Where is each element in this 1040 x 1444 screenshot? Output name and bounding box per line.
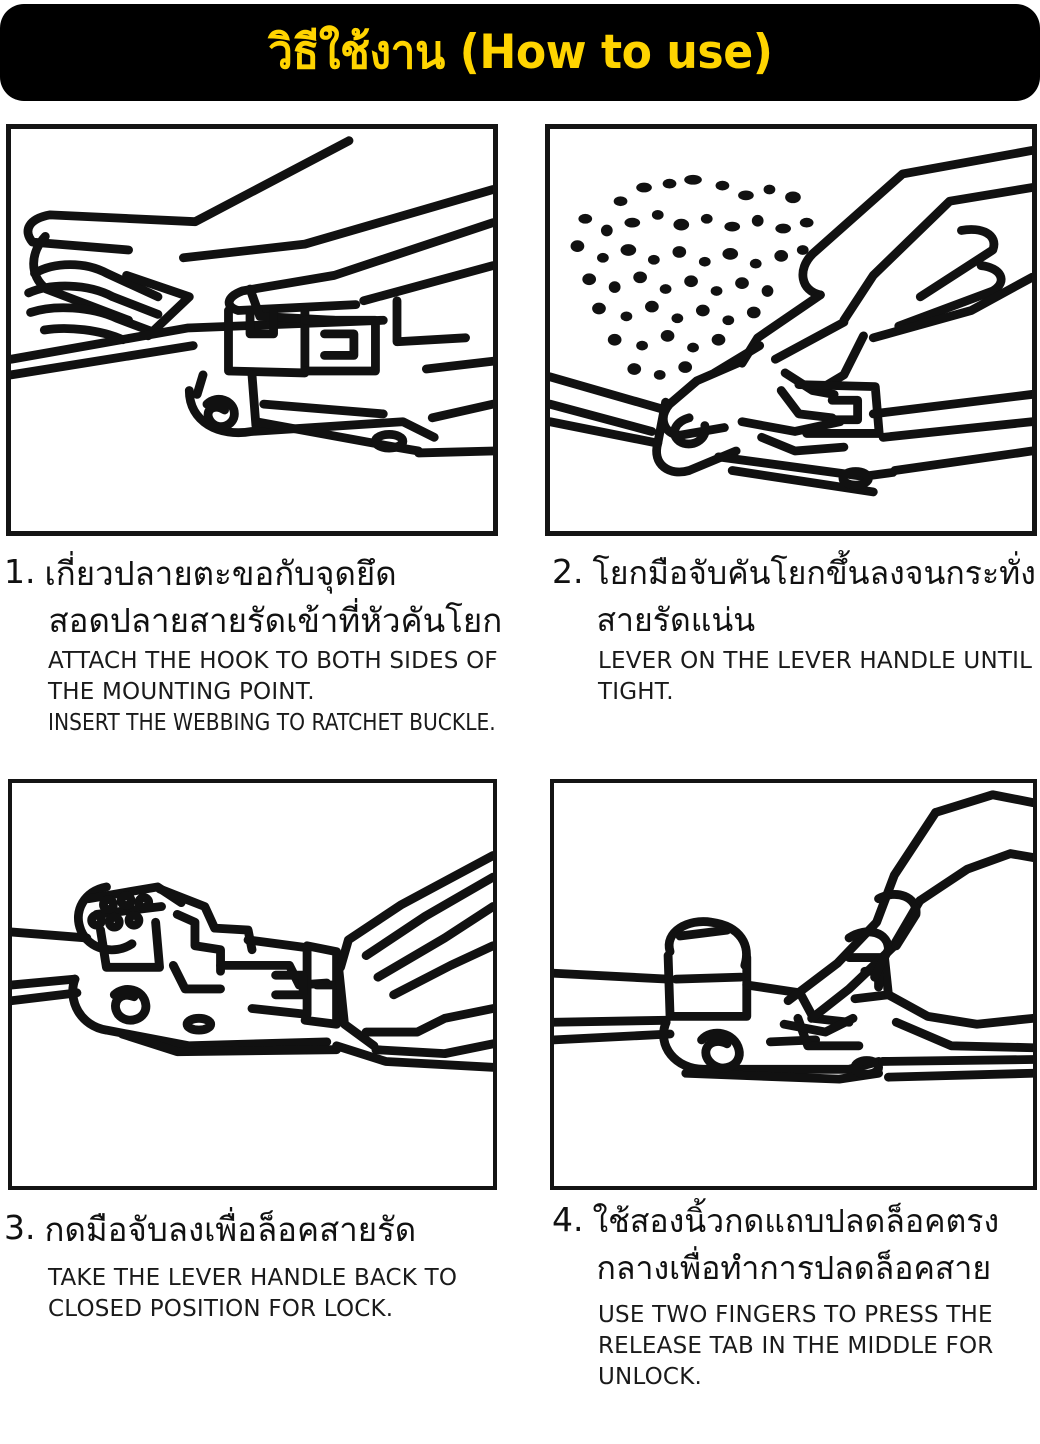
step-1-english-line-2: THE MOUNTING POINT. bbox=[48, 679, 315, 705]
step-3-thai-line-1: กดมือจับลงเพื่อล็อคสายรัด bbox=[44, 1210, 417, 1249]
step-1-english-block: ATTACH THE HOOK TO BOTH SIDES OF THE MOU… bbox=[4, 646, 524, 739]
step-3-english-line-2: CLOSED POSITION FOR LOCK. bbox=[48, 1296, 394, 1322]
step-2-line-art bbox=[550, 146, 1032, 497]
step-3-english-line-1: TAKE THE LEVER HANDLE BACK TO bbox=[48, 1265, 458, 1291]
step-4-english-line-3: UNLOCK. bbox=[598, 1364, 702, 1390]
step-4-english-line-2: RELEASE TAB IN THE MIDDLE FOR bbox=[598, 1333, 994, 1359]
motion-marks bbox=[570, 174, 814, 380]
step-3-english-block: TAKE THE LEVER HANDLE BACK TO CLOSED POS… bbox=[4, 1263, 524, 1325]
step-1-line-art bbox=[11, 136, 493, 458]
step-number-2: 2. bbox=[552, 552, 584, 591]
caption-step-2-row: 2. โยกมือจับคันโยกขึ้นลงจนกระทั่ง สายรัด… bbox=[552, 550, 1040, 644]
step-1-thai-block: เกี่ยวปลายตะขอกับจุดยึด สอดปลายสายรัดเข้… bbox=[45, 550, 525, 644]
illustration-panel-step-2 bbox=[545, 124, 1037, 536]
illustration-panel-step-4 bbox=[550, 779, 1037, 1190]
step-1-english-line-3: INSERT THE WEBBING TO RATCHET BUCKLE. bbox=[48, 710, 496, 736]
step-4-line-art bbox=[554, 790, 1033, 1084]
step-number-1: 1. bbox=[4, 552, 36, 591]
caption-step-2: 2. โยกมือจับคันโยกขึ้นลงจนกระทั่ง สายรัด… bbox=[552, 550, 1040, 708]
caption-step-4: 4. ใช้สองนิ้วกดแถบปลดล็อคตรง กลางเพื่อทำ… bbox=[552, 1198, 1040, 1393]
step-2-english-line-1: LEVER ON THE LEVER HANDLE UNTIL bbox=[598, 648, 1033, 674]
caption-step-3: 3. กดมือจับลงเพื่อล็อคสายรัด TAKE THE LE… bbox=[4, 1206, 524, 1325]
step-2-english-line-2: TIGHT. bbox=[598, 679, 674, 705]
step-3-line-art bbox=[12, 851, 493, 1072]
step-number-4: 4. bbox=[552, 1200, 584, 1239]
caption-step-1: 1. เกี่ยวปลายตะขอกับจุดยึด สอดปลายสายรัด… bbox=[4, 550, 524, 739]
step-2-thai-line-1: โยกมือจับคันโยกขึ้นลงจนกระทั่ง bbox=[592, 554, 1036, 592]
step-4-thai-line-1: ใช้สองนิ้วกดแถบปลดล็อคตรง bbox=[592, 1202, 1000, 1240]
step-4-thai-block: ใช้สองนิ้วกดแถบปลดล็อคตรง กลางเพื่อทำการ… bbox=[593, 1198, 1040, 1292]
title-banner: วิธีใช้งาน (How to use) bbox=[0, 4, 1040, 101]
step-3-thai-block: กดมือจับลงเพื่อล็อคสายรัด bbox=[45, 1206, 525, 1253]
step-number-3: 3. bbox=[4, 1208, 36, 1247]
step-4-english-line-1: USE TWO FINGERS TO PRESS THE bbox=[598, 1302, 993, 1328]
step-2-thai-line-2: สายรัดแน่น bbox=[596, 601, 756, 639]
caption-step-1-row: 1. เกี่ยวปลายตะขอกับจุดยึด สอดปลายสายรัด… bbox=[4, 550, 524, 644]
page-title: วิธีใช้งาน (How to use) bbox=[267, 25, 773, 80]
caption-step-4-row: 4. ใช้สองนิ้วกดแถบปลดล็อคตรง กลางเพื่อทำ… bbox=[552, 1198, 1040, 1292]
step-1-thai-line-1: เกี่ยวปลายตะขอกับจุดยึด bbox=[44, 554, 397, 593]
step-1-thai-line-2: สอดปลายสายรัดเข้าที่หัวคันโยก bbox=[48, 601, 503, 640]
step-4-thai-line-2: กลางเพื่อทำการปลดล็อคสาย bbox=[596, 1249, 992, 1287]
illustration-panel-step-3 bbox=[8, 779, 497, 1190]
step-2-english-block: LEVER ON THE LEVER HANDLE UNTIL TIGHT. bbox=[552, 646, 1040, 708]
step-1-english-line-1: ATTACH THE HOOK TO BOTH SIDES OF bbox=[48, 648, 498, 674]
step-4-english-block: USE TWO FINGERS TO PRESS THE RELEASE TAB… bbox=[552, 1300, 1040, 1393]
caption-step-3-row: 3. กดมือจับลงเพื่อล็อคสายรัด bbox=[4, 1206, 524, 1253]
illustration-panel-step-1 bbox=[6, 124, 498, 536]
step-2-thai-block: โยกมือจับคันโยกขึ้นลงจนกระทั่ง สายรัดแน่… bbox=[593, 550, 1040, 644]
